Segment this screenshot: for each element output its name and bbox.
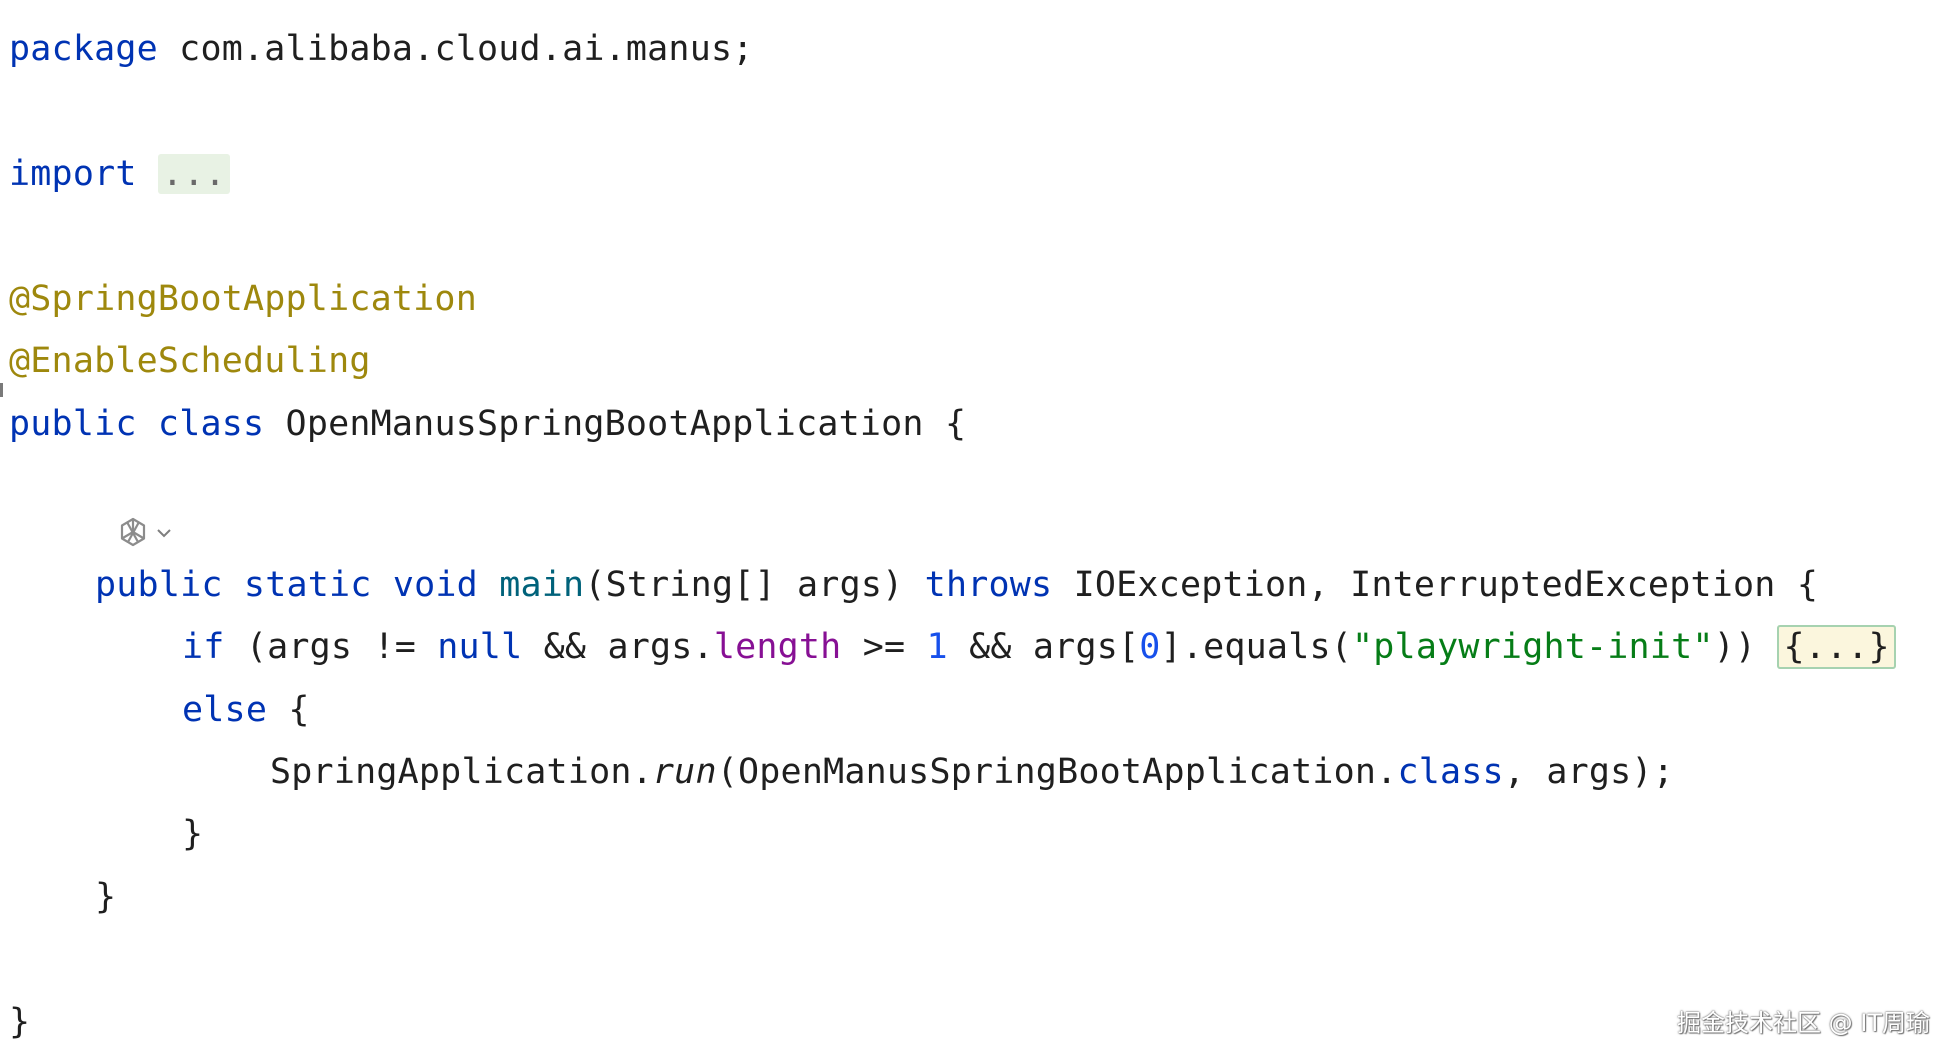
if-condition-part6: )) — [1713, 627, 1778, 667]
chevron-down-icon[interactable] — [156, 525, 172, 541]
keyword-static: static — [243, 565, 372, 605]
if-body-fold-toggle[interactable]: {...} — [1777, 625, 1896, 669]
code-line-main-declaration: public static void main(String[] args) t… — [95, 560, 1818, 610]
keyword-null: null — [437, 627, 523, 667]
ai-assistant-icon[interactable] — [116, 516, 150, 550]
code-line-package: package com.alibaba.cloud.ai.manus; — [9, 24, 754, 74]
code-line-annotation-scheduling: @EnableScheduling — [9, 341, 371, 381]
code-line-annotation-springboot: @SpringBootApplication — [9, 279, 477, 319]
keyword-void: void — [392, 565, 478, 605]
if-condition-part5: ].equals( — [1160, 627, 1353, 667]
else-open-brace: { — [267, 690, 310, 730]
main-parameters: (String[] args) — [584, 565, 925, 605]
field-length: length — [713, 627, 842, 667]
keyword-class: class — [157, 404, 265, 444]
code-line-import: import ... — [9, 149, 230, 199]
code-line-class-declaration: public class OpenManusSpringBootApplicat… — [9, 399, 966, 449]
run-arguments-end: , args); — [1503, 752, 1674, 792]
code-line-else: else { — [182, 685, 310, 735]
if-condition-part1: (args != — [224, 627, 438, 667]
string-literal-playwright-init: "playwright-init" — [1352, 627, 1714, 667]
exception-list: IOException, InterruptedException { — [1052, 565, 1819, 605]
number-literal-one: 1 — [926, 627, 948, 667]
run-arguments: (OpenManusSpringBootApplication. — [716, 752, 1398, 792]
import-fold-toggle[interactable]: ... — [157, 154, 230, 194]
ai-assistant-gutter-button[interactable] — [116, 512, 176, 552]
if-condition-part2: && args. — [522, 627, 714, 667]
keyword-import: import — [9, 154, 137, 194]
number-literal-zero: 0 — [1139, 627, 1161, 667]
method-name-run: run — [652, 752, 717, 792]
method-name-main: main — [499, 565, 585, 605]
keyword-public: public — [95, 565, 223, 605]
keyword-package: package — [9, 29, 158, 69]
class-name: OpenManusSpringBootApplication { — [264, 404, 967, 444]
code-line-close-main: } — [95, 877, 117, 917]
keyword-class-literal: class — [1397, 752, 1504, 792]
keyword-public: public — [9, 404, 137, 444]
keyword-else: else — [182, 690, 268, 730]
code-line-if-statement: if (args != null && args.length >= 1 && … — [182, 622, 1896, 672]
watermark: 掘金技术社区 @ IT周瑜 — [1677, 1009, 1930, 1037]
if-condition-part4: && args[ — [947, 627, 1140, 667]
keyword-throws: throws — [924, 565, 1053, 605]
package-name: com.alibaba.cloud.ai.manus; — [157, 29, 754, 69]
keyword-if: if — [182, 627, 225, 667]
spring-application-ref: SpringApplication. — [270, 752, 653, 792]
code-line-close-class: } — [9, 1002, 31, 1042]
gutter-marker — [0, 383, 3, 397]
code-line-close-else: } — [182, 814, 204, 854]
code-line-spring-run: SpringApplication.run(OpenManusSpringBoo… — [270, 747, 1674, 797]
if-condition-part3: >= — [841, 627, 927, 667]
